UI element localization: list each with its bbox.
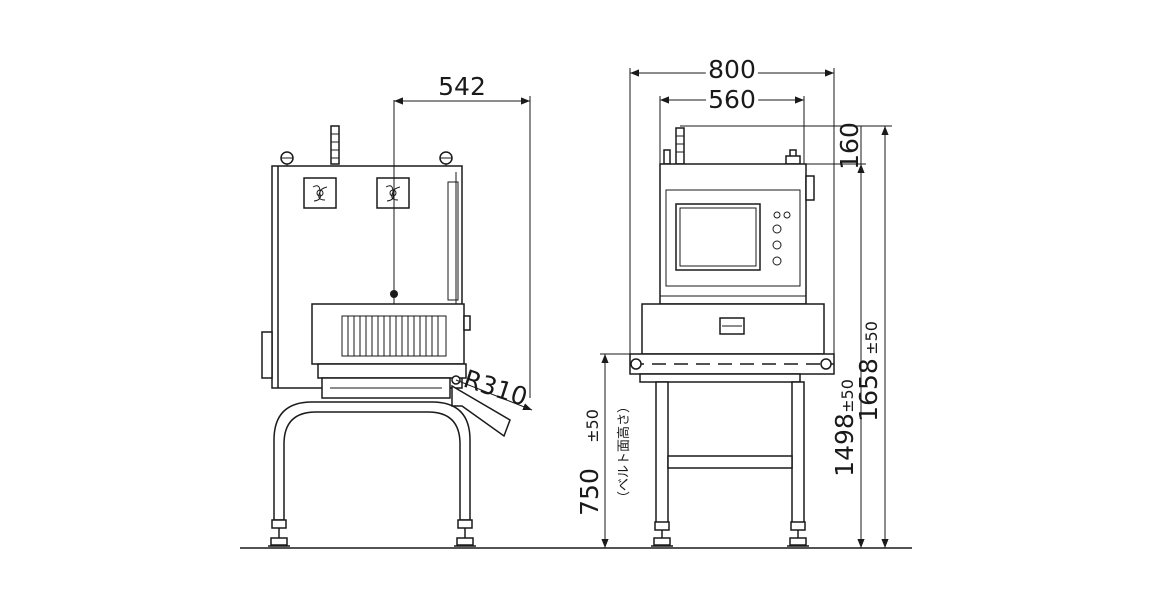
- dim-total-height-tol: ±50: [862, 321, 881, 355]
- dim-belt-height-value: 750: [575, 468, 604, 516]
- dim-top-height: 160: [835, 122, 864, 170]
- side-view: [261, 96, 533, 547]
- dim-side-width: 542: [438, 72, 486, 101]
- dim-total-height-value: 1658: [854, 358, 883, 422]
- front-view: [600, 68, 892, 548]
- dim-front-width: 800: [708, 55, 756, 84]
- dim-belt-height-tol: ±50: [583, 409, 602, 443]
- dim-unit-height-value: 1498: [830, 413, 859, 477]
- dim-frame-width: 560: [708, 85, 756, 114]
- dim-unit-height-tol: ±50: [838, 379, 857, 413]
- dim-belt-height-note: （ベルト面高さ）: [616, 400, 632, 504]
